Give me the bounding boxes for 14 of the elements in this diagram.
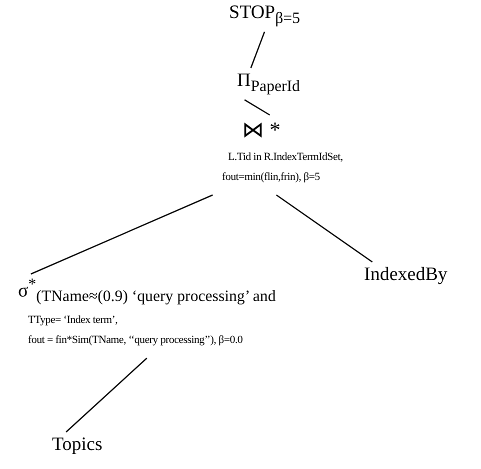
join-symbol: ⋈ * (242, 117, 280, 143)
selection-condition: fout = fin*Sim(TName, ‘‘query processing’’), β=0.0 (28, 334, 243, 346)
tree-edge (276, 194, 373, 263)
relation-label: Topics (52, 434, 102, 456)
join-condition: L.Tid in R.IndexTermIdSet, (228, 151, 343, 163)
relation-label: IndexedBy (364, 264, 448, 286)
tree-edge (66, 358, 148, 432)
tree-edge (250, 32, 266, 68)
operator-label: STOP$_{β=5}$ (229, 2, 300, 28)
operator-label: Π$_{PaperId}$ (237, 70, 300, 96)
join-condition: fout=min(flin,frin), β=5 (222, 171, 320, 183)
selection-condition: TType= ‘Index term’, (28, 314, 118, 326)
tree-edge (244, 99, 270, 116)
tree-edge (30, 194, 213, 275)
